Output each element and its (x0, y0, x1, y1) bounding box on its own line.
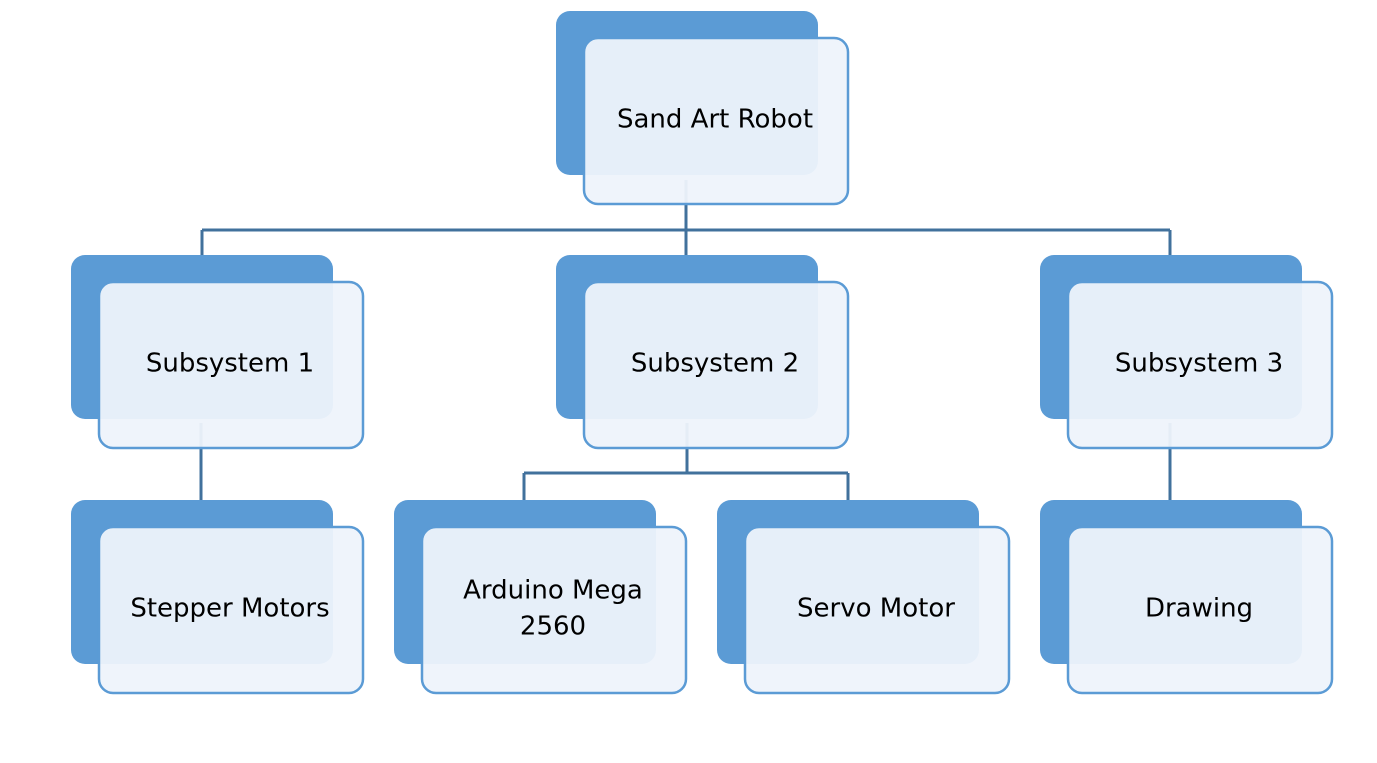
node-root-box (582, 36, 850, 206)
node-sub1-box (97, 280, 365, 450)
node-root: Sand Art Robot (556, 11, 850, 206)
node-root-label: Sand Art Robot (617, 105, 813, 135)
node-arduino-label: Arduino Mega (463, 576, 643, 606)
node-sub1-label: Subsystem 1 (146, 349, 314, 379)
node-arduino: Arduino Mega 2560 (394, 500, 688, 695)
node-sub2: Subsystem 2 (556, 255, 850, 450)
node-servo-box (743, 525, 1011, 695)
node-stepper: Stepper Motors (71, 500, 365, 695)
node-arduino-box (420, 525, 688, 695)
node-sub3-box (1066, 280, 1334, 450)
node-drawing-label: Drawing (1145, 594, 1253, 624)
node-sub1: Subsystem 1 (71, 255, 365, 450)
node-sub2-box (582, 280, 850, 450)
node-sub3-label: Subsystem 3 (1115, 349, 1283, 379)
node-drawing-box (1066, 525, 1334, 695)
node-servo-label: Servo Motor (797, 594, 955, 624)
node-sub2-label: Subsystem 2 (631, 349, 799, 379)
node-stepper-box (97, 525, 365, 695)
node-drawing: Drawing (1040, 500, 1334, 695)
node-stepper-label: Stepper Motors (130, 594, 329, 624)
node-arduino-label: 2560 (520, 612, 586, 642)
node-servo: Servo Motor (717, 500, 1011, 695)
node-sub3: Subsystem 3 (1040, 255, 1334, 450)
